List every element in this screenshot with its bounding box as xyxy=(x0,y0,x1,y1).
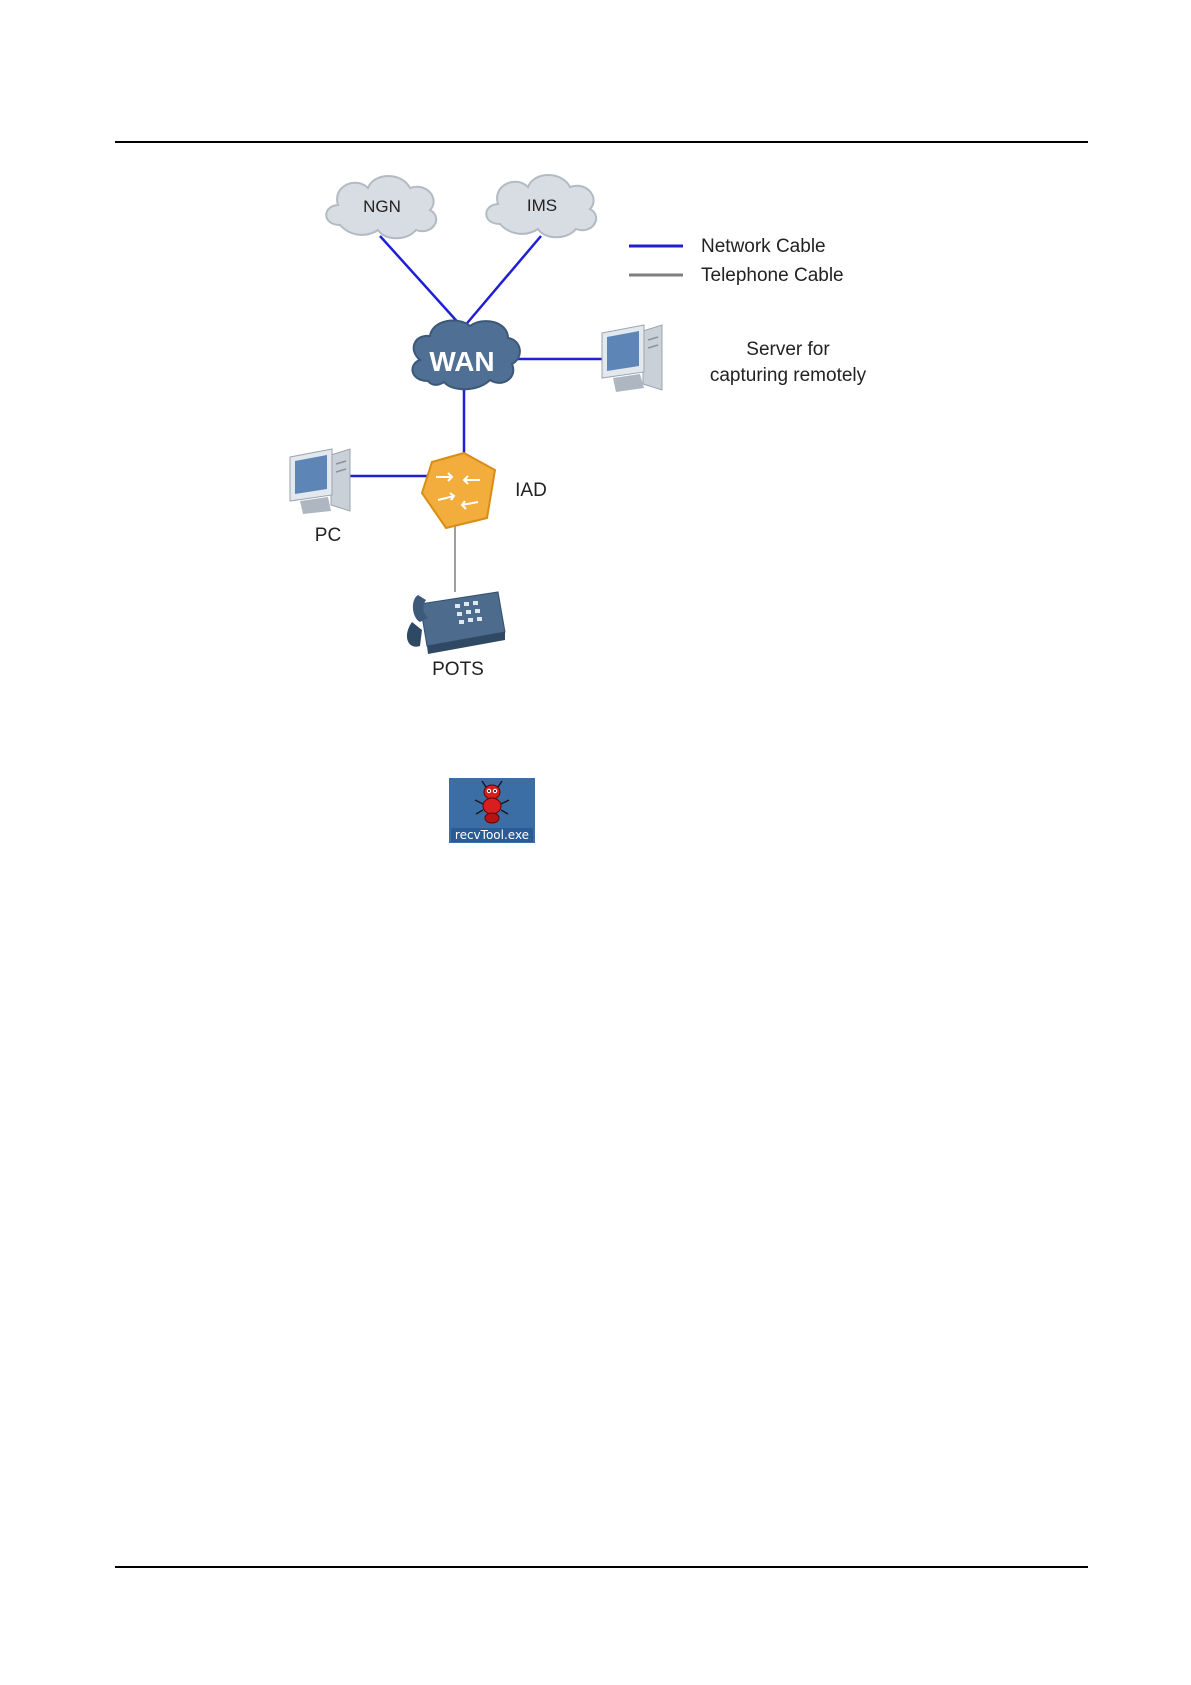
pc-computer-icon xyxy=(290,449,350,514)
ims-cloud-icon: IMS xyxy=(486,175,596,237)
server-label-line2: capturing remotely xyxy=(710,365,867,386)
ngn-label: NGN xyxy=(363,197,401,216)
server-label-line1: Server for xyxy=(746,339,830,360)
link-ims-wan xyxy=(463,236,541,328)
pc-label: PC xyxy=(315,525,341,546)
wan-cloud-icon: WAN xyxy=(412,321,519,390)
legend-telephone-label: Telephone Cable xyxy=(701,265,844,286)
iad-router-icon xyxy=(422,453,495,528)
ims-label: IMS xyxy=(527,196,557,215)
recvtool-desktop-icon[interactable]: recvTool.exe xyxy=(449,778,535,843)
legend: Network Cable Telephone Cable xyxy=(629,236,844,286)
network-diagram: NGN IMS WAN Network Cable Telephone Cabl… xyxy=(0,0,1191,900)
telephone-icon xyxy=(407,592,505,654)
iad-label: IAD xyxy=(515,480,547,501)
ngn-cloud-icon: NGN xyxy=(326,176,436,238)
pots-label: POTS xyxy=(432,659,484,680)
recvtool-label: recvTool.exe xyxy=(451,828,533,842)
link-ngn-wan xyxy=(380,236,463,328)
footer-rule xyxy=(115,1566,1088,1568)
legend-network-label: Network Cable xyxy=(701,236,826,257)
server-computer-icon xyxy=(602,325,662,392)
wan-label: WAN xyxy=(429,346,494,377)
red-ant-icon xyxy=(469,780,515,826)
